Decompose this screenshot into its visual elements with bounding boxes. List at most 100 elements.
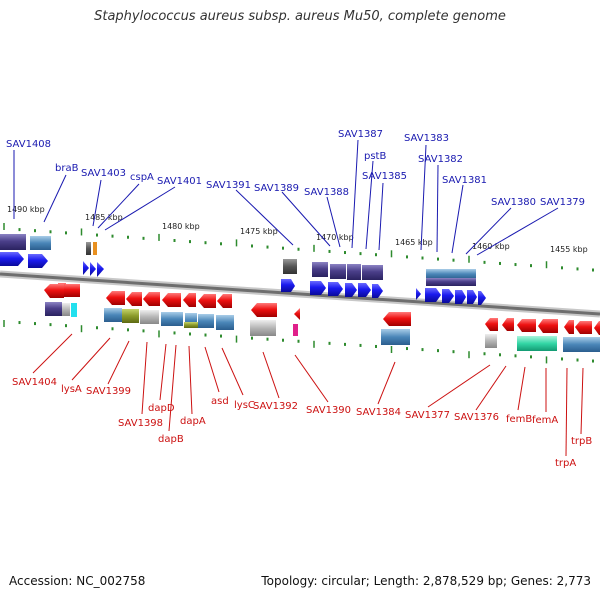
- gene-label: trpA: [555, 458, 576, 469]
- gene-label: SAV1401: [157, 176, 202, 187]
- gene-label: dapA: [180, 416, 206, 427]
- kbp-label: 1470 kbp: [316, 233, 354, 242]
- top-gene-labels: [13, 139, 559, 256]
- gene-label: SAV1377: [405, 410, 450, 421]
- gene-label: SAV1379: [540, 197, 585, 208]
- forward-arrow: [478, 291, 486, 305]
- block-blue: [198, 314, 214, 328]
- topology-label: Topology: circular; Length: 2,878,529 bp…: [261, 574, 591, 588]
- reverse-arrow: [502, 318, 514, 331]
- reverse-arrow: [217, 294, 232, 308]
- forward-arrow: [345, 283, 357, 297]
- reverse-arrow: [485, 318, 498, 331]
- gene-label: SAV1387: [338, 129, 383, 140]
- bottom-feature-blocks: [45, 302, 600, 352]
- block-dark: [283, 259, 297, 274]
- block-dark: [86, 242, 91, 255]
- gene-label: pstB: [364, 151, 386, 162]
- reverse-arrow: [517, 319, 536, 332]
- top-gene-label-text: SAV1408 braB SAV1403 cspA SAV1401 SAV139…: [6, 129, 585, 208]
- block-gray: [140, 310, 159, 324]
- forward-arrow: [358, 283, 371, 297]
- gene-label: SAV1383: [404, 133, 449, 144]
- page-title: Staphylococcus aureus subsp. aureus Mu50…: [94, 9, 506, 24]
- gene-label: cspA: [130, 172, 154, 183]
- forward-arrow: [281, 279, 295, 292]
- gene-label: braB: [55, 163, 79, 174]
- block-purple: [362, 265, 383, 280]
- reverse-arrow: [538, 319, 558, 333]
- gene-label: dapD: [148, 403, 175, 414]
- gene-label: lysC: [234, 400, 255, 411]
- block-blue: [563, 337, 600, 352]
- block-blue: [104, 308, 122, 322]
- reverse-arrow: [106, 291, 125, 305]
- reverse-arrow: [575, 321, 592, 334]
- gene-label: SAV1390: [306, 405, 351, 416]
- block-blue: [381, 329, 410, 345]
- block-olive: [184, 322, 198, 328]
- reverse-arrow: [60, 284, 80, 297]
- gene-label: SAV1399: [86, 386, 131, 397]
- forward-arrow: [442, 289, 454, 303]
- reverse-gene-arrows: [44, 283, 600, 335]
- gene-label: trpB: [571, 436, 592, 447]
- block-magenta: [293, 324, 298, 336]
- block-purple: [347, 264, 361, 280]
- reverse-arrow: [126, 292, 142, 306]
- forward-arrow: [455, 290, 466, 304]
- gene-label: femB: [506, 414, 532, 425]
- reverse-arrow: [594, 321, 600, 335]
- forward-gene-arrows: [0, 252, 486, 305]
- block-olive: [122, 309, 139, 323]
- reverse-arrow: [383, 312, 411, 326]
- forward-arrow: [28, 254, 48, 268]
- block-gray: [62, 303, 70, 316]
- gene-label: SAV1391: [206, 180, 251, 191]
- top-feature-blocks: [0, 234, 476, 286]
- block-blue: [30, 236, 51, 250]
- accession-label: Accession: NC_002758: [9, 574, 146, 588]
- gene-label: dapB: [158, 434, 184, 445]
- gene-label: femA: [532, 415, 558, 426]
- reverse-arrow: [44, 284, 64, 298]
- gene-label: SAV1389: [254, 183, 299, 194]
- block-purple: [0, 234, 26, 250]
- bottom-gene-labels: [32, 333, 584, 457]
- gene-label: SAV1381: [442, 175, 487, 186]
- kbp-label: 1490 kbp: [7, 205, 45, 214]
- block-cyan: [71, 303, 77, 317]
- bottom-gene-label-text: SAV1404 lysA SAV1399 SAV1398 dapD dapB d…: [12, 377, 592, 469]
- kbp-label: 1455 kbp: [550, 245, 588, 254]
- gene-label: SAV1388: [304, 187, 349, 198]
- gene-label: SAV1404: [12, 377, 57, 388]
- gene-label: SAV1398: [118, 418, 163, 429]
- block-gray: [485, 334, 497, 348]
- gene-label: SAV1408: [6, 139, 51, 150]
- gene-label: asd: [211, 396, 229, 407]
- reverse-arrow: [162, 293, 181, 307]
- kbp-label: 1475 kbp: [240, 227, 278, 236]
- block-purple: [330, 264, 346, 279]
- kbp-label: 1485 kbp: [85, 213, 123, 222]
- block-blue: [426, 269, 476, 279]
- kbp-label: 1480 kbp: [162, 222, 200, 231]
- gene-label: SAV1385: [362, 171, 407, 182]
- forward-arrow: [416, 288, 421, 300]
- forward-arrow: [0, 252, 24, 266]
- block-blue: [216, 315, 234, 330]
- forward-arrow: [425, 288, 441, 302]
- block-orange: [93, 242, 97, 255]
- gene-label: SAV1382: [418, 154, 463, 165]
- gene-label: SAV1392: [253, 401, 298, 412]
- gene-label: SAV1384: [356, 407, 401, 418]
- tick-marks: [3, 223, 594, 364]
- block-purple: [426, 278, 476, 286]
- forward-arrow: [97, 262, 104, 277]
- reverse-arrow: [143, 292, 160, 306]
- forward-arrow: [467, 290, 477, 304]
- kbp-label: 1465 kbp: [395, 238, 433, 247]
- forward-arrow: [90, 262, 96, 276]
